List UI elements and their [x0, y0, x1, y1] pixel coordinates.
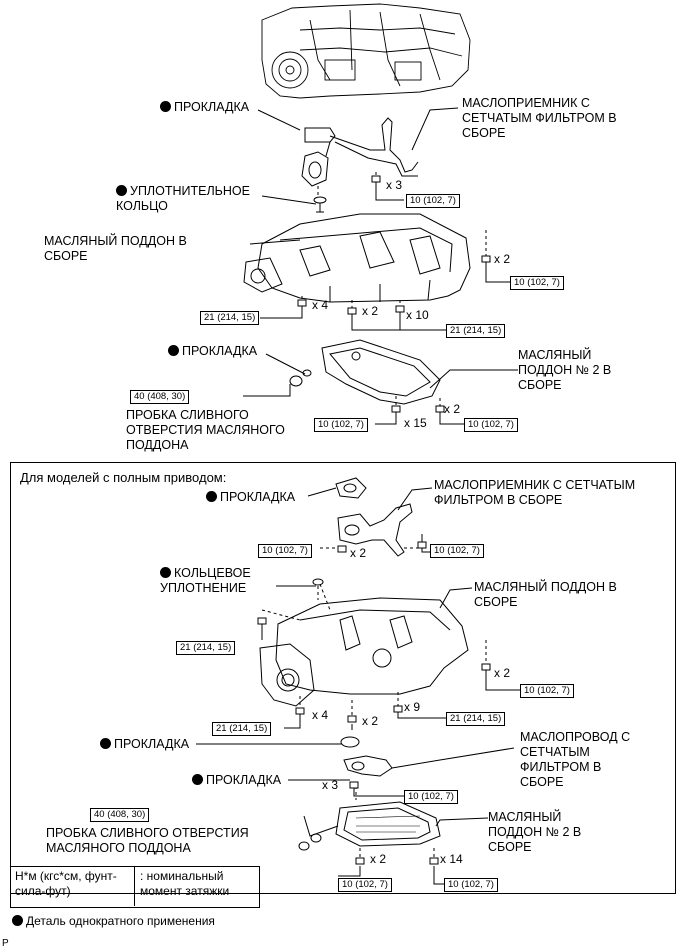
awd-count-pan2-right: x 14 — [440, 852, 463, 866]
awd-gasket — [335, 477, 367, 499]
awd-oil-pan — [259, 597, 469, 707]
awd-label-gasket-1: ПРОКЛАДКА — [206, 490, 295, 505]
awd-count-pan2-left: x 2 — [370, 852, 387, 866]
bolt-icons — [297, 175, 491, 413]
awd-oil-pan-2 — [335, 801, 441, 847]
legend-meaning: : номинальный момент затяжки — [140, 869, 230, 898]
awd-strainer — [337, 503, 413, 557]
awd-count-pan-bottom: x 4 — [312, 708, 329, 722]
engine-block — [261, 3, 471, 99]
corner-mark: P — [2, 938, 9, 949]
oil-pan-2 — [321, 339, 441, 405]
single-use-icon — [12, 915, 23, 926]
awd-torque-pan-right: 10 (102, 7) — [520, 684, 574, 698]
legend-divider — [134, 866, 135, 906]
awd-torque-pan2-right: 10 (102, 7) — [444, 878, 498, 892]
label-drain-plug: ПРОБКА СЛИВНОГО ОТВЕРСТИЯ МАСЛЯНОГО ПОДД… — [126, 408, 285, 452]
awd-heading: Для моделей с полным приводом: — [20, 470, 227, 485]
torque-drain: 40 (408, 30) — [130, 390, 190, 404]
awd-label-pan-2: МАСЛЯНЫЙ ПОДДОН № 2 В СБОРЕ — [488, 810, 582, 854]
awd-label-oil-line: МАСЛОПРОВОД С СЕТЧАТЫМ ФИЛЬТРОМ В СБОРЕ — [520, 730, 631, 789]
awd-label-gasket-3: ПРОКЛАДКА — [192, 773, 281, 788]
drain-plug — [289, 369, 312, 387]
torque-strainer: 10 (102, 7) — [406, 194, 460, 208]
awd-bolt-icons — [257, 541, 491, 865]
count-pan-mid: x 2 — [362, 304, 379, 318]
awd-torque-pan-bottom: 21 (214, 15) — [212, 722, 272, 736]
label-oil-pan: МАСЛЯНЫЙ ПОДДОН В СБОРЕ — [44, 234, 187, 263]
count-pan2-right: x 2 — [444, 402, 461, 416]
single-use-icon — [100, 738, 111, 749]
awd-section-frame — [10, 462, 676, 894]
count-pan-left: x 4 — [312, 298, 329, 312]
label-pan-2: МАСЛЯНЫЙ ПОДДОН № 2 В СБОРЕ — [518, 348, 612, 392]
awd-count-pan-bottom-2: x 2 — [362, 714, 379, 728]
single-use-icon — [168, 345, 179, 356]
awd-count-pan-bottom-3: x 9 — [404, 700, 421, 714]
awd-torque-pan2-left: 10 (102, 7) — [338, 878, 392, 892]
torque-pan2-left: 10 (102, 7) — [314, 418, 368, 432]
o-ring — [313, 196, 327, 204]
label-strainer: МАСЛОПРИЕМНИК С СЕТЧАТЫМ ФИЛЬТРОМ В СБОР… — [462, 96, 617, 140]
awd-torque-line: 10 (102, 7) — [404, 790, 458, 804]
count-pan-right: x 2 — [494, 252, 511, 266]
awd-label-oil-pan: МАСЛЯНЫЙ ПОДДОН В СБОРЕ — [474, 580, 617, 609]
awd-label-o-ring: КОЛЬЦЕВОЕ УПЛОТНЕНИЕ — [160, 566, 251, 595]
count-pan-mid-2: x 10 — [406, 308, 429, 322]
torque-pan-right: 10 (102, 7) — [510, 276, 564, 290]
legend-box — [10, 866, 260, 908]
awd-count-pan-right: x 2 — [494, 666, 511, 680]
awd-count-strainer: x 2 — [350, 546, 367, 560]
torque-pan-left: 21 (214, 15) — [200, 311, 260, 325]
count-strainer: x 3 — [386, 178, 403, 192]
count-pan2-left: x 15 — [404, 416, 427, 430]
single-use-icon — [192, 774, 203, 785]
oil-pan — [243, 213, 471, 303]
single-use-icon — [206, 491, 217, 502]
awd-torque-strainer-left: 10 (102, 7) — [258, 544, 312, 558]
awd-torque-strainer-right: 10 (102, 7) — [430, 544, 484, 558]
awd-oil-line — [340, 736, 393, 777]
legend-single-use: Деталь однократного применения — [12, 914, 215, 929]
single-use-icon — [160, 567, 171, 578]
label-gasket-2: ПРОКЛАДКА — [168, 344, 257, 359]
legend-unit: Н*м (кгс*см, фунт- сила-фут) — [15, 869, 117, 898]
single-use-icon — [116, 185, 127, 196]
awd-label-gasket-2: ПРОКЛАДКА — [100, 737, 189, 752]
single-use-icon — [160, 101, 171, 112]
awd-count-line: x 3 — [322, 778, 339, 792]
strainer-pipe — [301, 117, 419, 187]
torque-pan2-right: 10 (102, 7) — [464, 418, 518, 432]
awd-o-ring — [312, 578, 324, 586]
awd-torque-pan-left: 21 (214, 15) — [176, 641, 236, 655]
awd-torque-pan-bottom-2: 21 (214, 15) — [446, 712, 506, 726]
torque-pan-mid: 21 (214, 15) — [446, 324, 506, 338]
awd-torque-drain: 40 (408, 30) — [90, 808, 150, 822]
label-gasket-1: ПРОКЛАДКА — [160, 100, 249, 115]
awd-label-drain-plug: ПРОБКА СЛИВНОГО ОТВЕРСТИЯ МАСЛЯНОГО ПОДД… — [46, 826, 249, 855]
awd-label-strainer: МАСЛОПРИЕМНИК С СЕТЧАТЫМ ФИЛЬТРОМ В СБОР… — [434, 478, 636, 507]
label-o-ring: УПЛОТНИТЕЛЬНОЕ КОЛЬЦО — [116, 184, 250, 213]
